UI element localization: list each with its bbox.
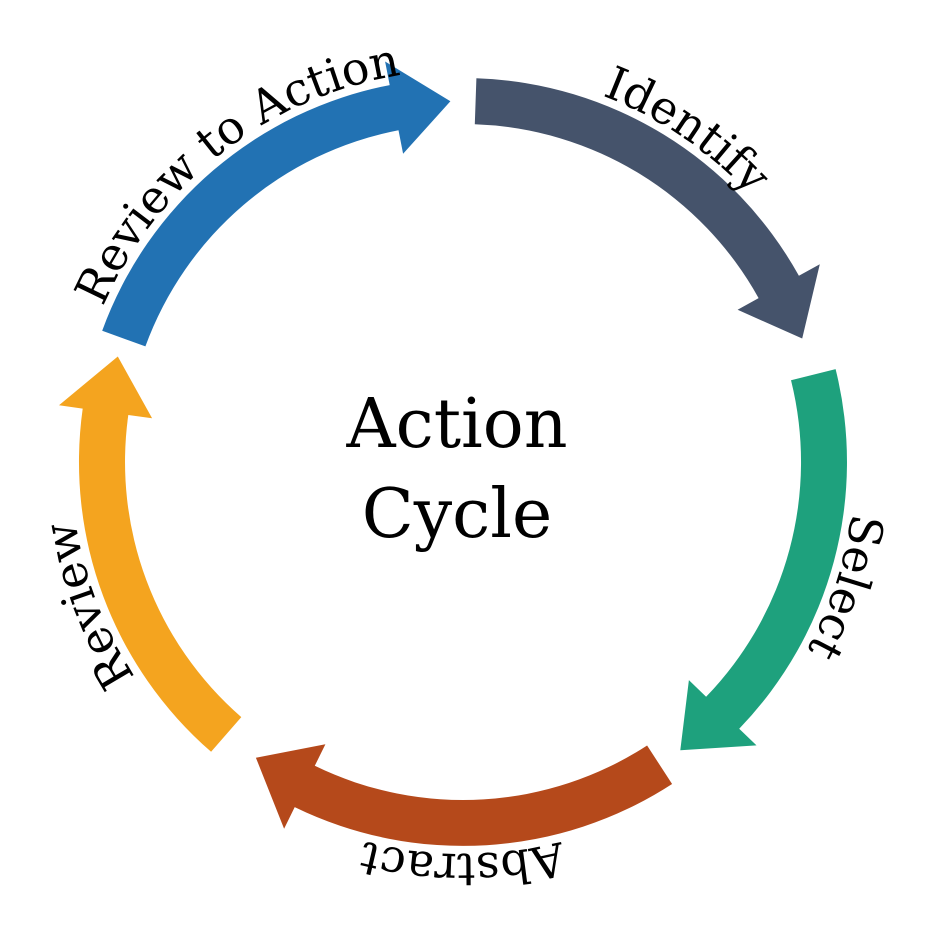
center-title-line2: Cycle (362, 475, 553, 554)
cycle-arrow-abstract (255, 744, 673, 846)
cycle-arrow-review-to-action (102, 61, 451, 347)
cycle-arrow-identify (474, 78, 820, 339)
cycle-arrow-select (680, 369, 847, 751)
cycle-arrows (59, 61, 847, 846)
cycle-arrow-review (59, 356, 242, 752)
center-title-line1: Action (346, 385, 568, 464)
